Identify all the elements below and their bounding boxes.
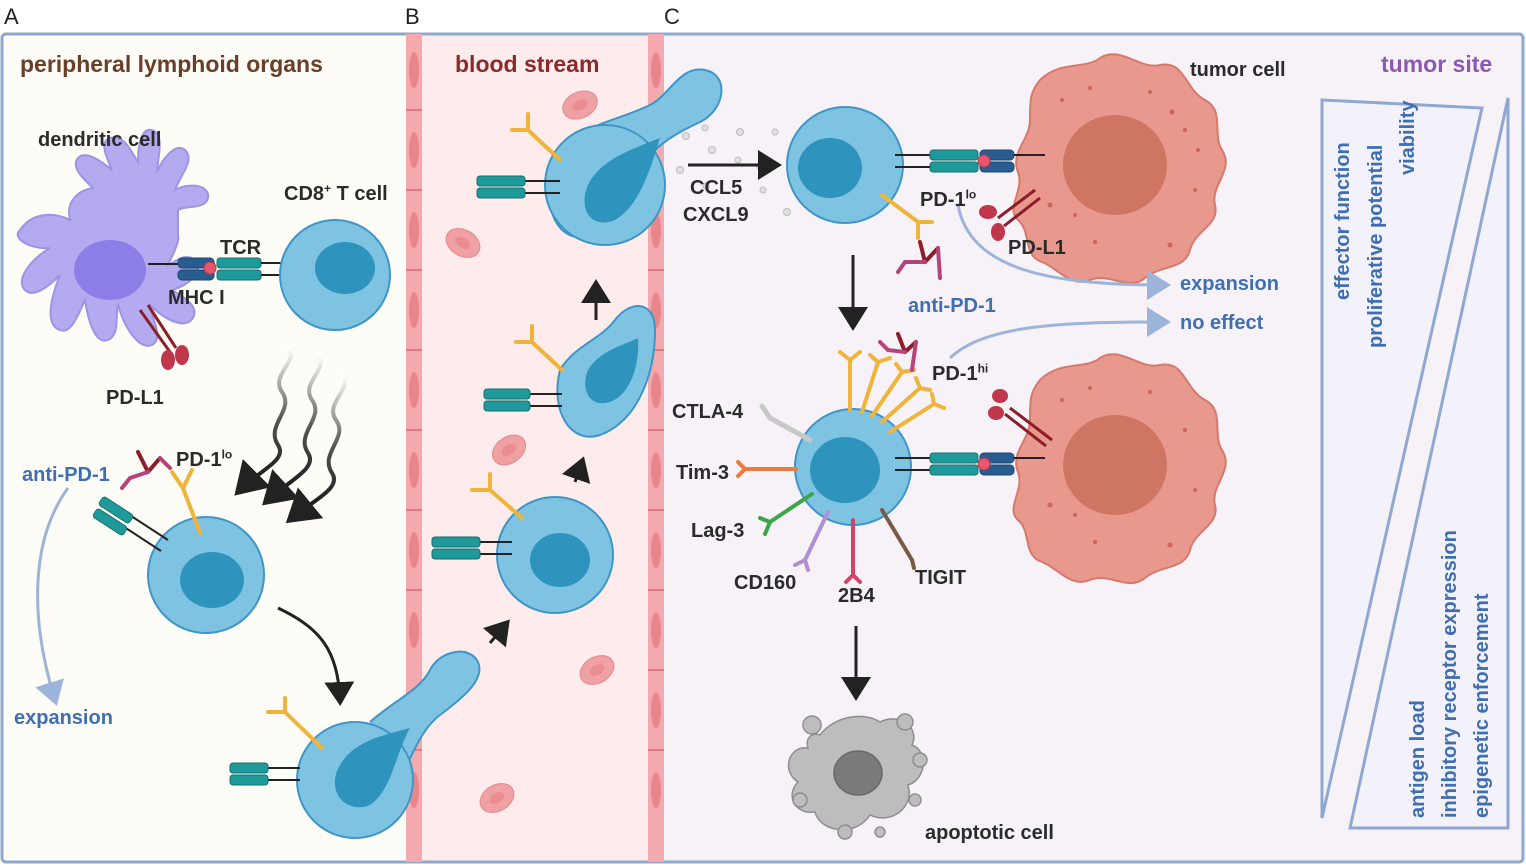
expansion-arrow-a xyxy=(35,487,70,706)
circulating-t-cell-lower xyxy=(431,496,614,614)
pd1-cluster-exhausted xyxy=(838,350,946,434)
gradient-bottom-2: inhibitory receptor expression xyxy=(1439,530,1461,818)
mhc-label: MHC I xyxy=(168,287,225,309)
panel-letter-c: C xyxy=(664,4,680,29)
extravasating-t-cell-a xyxy=(229,650,481,839)
rolling-t-cell-middle xyxy=(483,305,657,438)
cd8-t-cell-label: CD8+ T cell xyxy=(284,181,388,205)
pd1-receptor-b2 xyxy=(514,324,564,372)
ctla4-label: CTLA-4 xyxy=(672,401,744,423)
panel-letter-b: B xyxy=(405,4,420,29)
pd1-receptor-b3 xyxy=(510,112,562,162)
pd1hi-label: PD-1hi xyxy=(932,361,989,385)
pd1-receptor-c1 xyxy=(880,193,934,240)
tim3-receptor xyxy=(736,460,798,478)
2b4-receptor xyxy=(844,518,862,584)
ctla4-receptor xyxy=(759,403,813,443)
cd8-t-cell xyxy=(279,219,391,331)
panel-letter-a: A xyxy=(4,4,19,29)
pd1lo-label-a: PD-1lo xyxy=(176,447,233,471)
gradient-top-1: effector function xyxy=(1332,142,1354,300)
pdl1-label-a: PD-L1 xyxy=(106,387,164,409)
panel-b-title: blood stream xyxy=(455,51,600,77)
gradient-bottom-3: epigenetic enforcement xyxy=(1471,593,1493,818)
anti-pd1-antibody-c2 xyxy=(878,332,918,372)
gradient-bottom-1: antigen load xyxy=(1407,700,1429,818)
activated-t-cell-a xyxy=(92,496,265,634)
gradient-top-3: viability xyxy=(1397,100,1419,175)
tumor-cell-top xyxy=(1012,53,1227,284)
anti-pd1-label-a: anti-PD-1 xyxy=(22,464,110,486)
pd1-receptor-a xyxy=(170,468,202,535)
tumor-cell-bottom xyxy=(1012,353,1227,584)
vessel-wall-left xyxy=(406,34,422,862)
pd1lo-label-c: PD-1lo xyxy=(920,187,977,211)
mhc-tcr-complex-a xyxy=(148,257,300,281)
pdl1-label-c: PD-L1 xyxy=(1008,237,1066,259)
pd1-receptor-b1 xyxy=(470,472,524,520)
gradient-top-2: proliferative potential xyxy=(1365,144,1387,348)
apoptotic-cell-label: apoptotic cell xyxy=(925,822,1054,844)
expansion-label-a: expansion xyxy=(14,707,113,729)
migration-arrows-b xyxy=(482,279,611,648)
tigit-label: TIGIT xyxy=(915,567,967,589)
anti-pd1-antibody-c xyxy=(896,240,942,280)
pdl1-receptor-c2 xyxy=(988,389,1053,448)
lag3-label: Lag-3 xyxy=(691,520,745,542)
tcr-mhc-complex-c1 xyxy=(895,149,1045,173)
anti-pd1-antibody-a xyxy=(120,450,172,490)
tim3-label: Tim-3 xyxy=(676,462,729,484)
no-effect-arrow xyxy=(948,307,1171,360)
tcr-mhc-complex-c2 xyxy=(895,452,1045,476)
2b4-label: 2B4 xyxy=(838,585,875,607)
tumor-cell-label: tumor cell xyxy=(1190,59,1286,81)
panel-c-title: tumor site xyxy=(1381,51,1493,77)
pdl1-receptor-a xyxy=(138,304,189,370)
cd160-receptor xyxy=(793,510,830,572)
lag3-receptor xyxy=(758,492,814,536)
cxcl9-label: CXCL9 xyxy=(683,204,749,226)
infiltrating-t-cell xyxy=(786,106,904,224)
panel-a-title: peripheral lymphoid organs xyxy=(20,51,323,77)
pdl1-receptor-c1 xyxy=(979,188,1041,241)
cytokine-signal-arrows xyxy=(234,346,347,524)
migration-arrow-a xyxy=(277,606,355,706)
gradient-triangles xyxy=(1320,97,1510,830)
outer-frame xyxy=(0,32,1525,864)
anti-pd1-label-c: anti-PD-1 xyxy=(908,295,996,317)
no-effect-label: no effect xyxy=(1180,312,1264,334)
pd1-receptor-a2 xyxy=(266,696,324,750)
apoptotic-cell xyxy=(787,713,928,840)
tcr-label: TCR xyxy=(220,237,262,259)
cd160-label: CD160 xyxy=(734,572,797,594)
dendritic-cell-label: dendritic cell xyxy=(38,129,162,151)
expansion-label-c: expansion xyxy=(1180,273,1279,295)
tigit-receptor xyxy=(880,508,916,570)
ccl5-label: CCL5 xyxy=(690,177,743,199)
expansion-arrow-c xyxy=(956,204,1171,300)
exiting-t-cell-top xyxy=(476,68,723,246)
exhausted-t-cell xyxy=(794,408,912,526)
